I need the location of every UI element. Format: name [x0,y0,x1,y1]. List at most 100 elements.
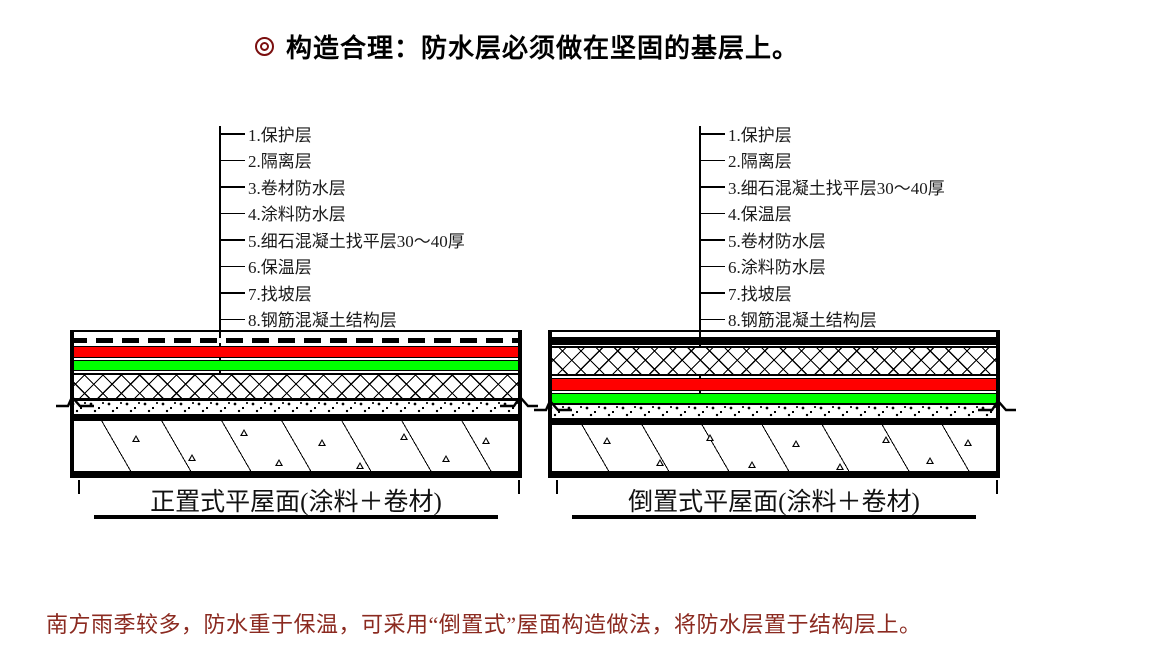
page-title: 构造合理：防水层必须做在坚固的基层上。 [255,28,799,65]
section-edge-right [518,330,522,414]
layer-slope [70,400,522,414]
legend-item-label: 4.保温层 [728,205,792,225]
legend-leader-tick [219,318,245,320]
legend-spine [219,126,221,332]
concrete-triangle-marker [706,434,714,441]
legend-item: 2.隔离层 [694,147,1024,174]
section-conventional-flat-roof [56,330,538,478]
break-symbol-icon [534,398,572,412]
caption-underline [572,515,976,519]
legend-item-label: 5.细石混凝土找平层30～40厚 [248,231,465,251]
layer-structural-concrete [70,414,522,478]
legend-item-label: 5.卷材防水层 [728,231,826,251]
legend-item: 1.保护层 [214,120,544,147]
legend-leader-tick [699,292,725,294]
legend-item-label: 3.卷材防水层 [248,178,346,198]
legend-item: 7.找坡层 [694,279,1024,306]
legend-list: 1.保护层 2.隔离层 3.细石混凝土找平层30～40厚 4.保温层 5.卷材防… [694,120,1024,332]
legend-item-label: 7.找坡层 [728,284,792,304]
layer-insulation [548,346,1000,376]
legend-item: 1.保护层 [694,120,1024,147]
legend-inverted-roof: 1.保护层 2.隔离层 3.细石混凝土找平层30～40厚 4.保温层 5.卷材防… [694,120,1024,332]
legend-leader-tick [219,212,245,214]
layer-coating-waterproof [70,360,522,371]
legend-item: 3.细石混凝土找平层30～40厚 [694,173,1024,200]
legend-item-label: 6.保温层 [248,258,312,278]
legend-item: 8.钢筋混凝土结构层 [694,306,1024,333]
bottom-note: 南方雨季较多，防水重于保温，可采用“倒置式”屋面构造做法，将防水层置于结构层上。 [46,612,922,637]
legend-item-label: 2.隔离层 [728,152,792,172]
legend-item: 5.卷材防水层 [694,226,1024,253]
layer-sheet-waterproof [548,378,1000,391]
layer-sheet-waterproof [70,346,522,358]
legend-item-label: 2.隔离层 [248,152,312,172]
layer-protection [70,330,522,332]
legend-leader-tick [699,159,725,161]
break-symbol-icon [978,399,1016,412]
concrete-triangle-marker [836,463,844,470]
legend-item: 8.钢筋混凝土结构层 [214,306,544,333]
concrete-triangle-marker [964,439,972,446]
legend-item: 6.保温层 [214,253,544,280]
legend-leader-tick [219,292,245,294]
layer-isolation [548,337,1000,345]
legend-leader-tick [699,239,725,241]
legend-item-label: 8.钢筋混凝土结构层 [248,311,397,331]
concrete-triangle-marker [275,459,283,466]
caption-tick [518,480,520,494]
section-edge-left [70,330,74,414]
concrete-triangle-marker [442,455,450,462]
break-symbol-icon [56,394,94,408]
structure-edge [548,425,552,471]
legend-leader-tick [699,133,725,135]
legend-item: 4.保温层 [694,200,1024,227]
caption-inverted-roof: 倒置式平屋面(涂料＋卷材) [628,489,920,516]
legend-item: 7.找坡层 [214,279,544,306]
legend-spine [699,126,701,332]
legend-item: 6.涂料防水层 [694,253,1024,280]
double-circle-bullet-icon [255,37,274,56]
legend-item: 5.细石混凝土找平层30～40厚 [214,226,544,253]
break-symbol-icon [500,395,538,408]
caption-tick [996,480,998,494]
concrete-triangle-marker [482,437,490,444]
legend-leader-tick [699,186,725,188]
legend-item-label: 3.细石混凝土找平层30～40厚 [728,178,945,198]
concrete-triangle-marker [188,454,196,461]
concrete-triangle-marker [792,440,800,447]
legend-item-label: 4.涂料防水层 [248,205,346,225]
structure-edge [996,425,1000,471]
legend-item-label: 6.涂料防水层 [728,258,826,278]
concrete-triangle-marker [132,435,140,442]
legend-item-label: 8.钢筋混凝土结构层 [728,311,877,331]
concrete-triangle-marker [400,433,408,440]
structure-edge [518,421,522,471]
legend-item-label: 1.保护层 [248,125,312,145]
legend-item-label: 1.保护层 [728,125,792,145]
section-inverted-flat-roof [534,330,1016,478]
layer-insulation [70,373,522,400]
concrete-triangle-marker [603,437,611,444]
legend-item: 3.卷材防水层 [214,173,544,200]
concrete-triangle-marker [926,457,934,464]
concrete-triangle-marker [318,439,326,446]
layer-isolation [70,338,522,343]
legend-item-label: 7.找坡层 [248,284,312,304]
section-edge-left [548,330,552,418]
caption-conventional-roof: 正置式平屋面(涂料＋卷材) [150,489,442,516]
structure-edge [70,421,74,471]
layer-structural-concrete [548,418,1000,478]
section-edge-right [996,330,1000,418]
concrete-triangle-marker [882,436,890,443]
legend-leader-tick [699,212,725,214]
legend-leader-tick [699,318,725,320]
legend-leader-tick [699,265,725,267]
legend-leader-tick [219,186,245,188]
legend-list: 1.保护层 2.隔离层 3.卷材防水层 4.涂料防水层 5.细石混凝土找平层30… [214,120,544,332]
legend-item: 4.涂料防水层 [214,200,544,227]
concrete-triangle-marker [356,462,364,469]
layer-coating-waterproof [548,393,1000,404]
legend-leader-tick [219,265,245,267]
legend-item: 2.隔离层 [214,147,544,174]
concrete-triangle-marker [748,461,756,468]
